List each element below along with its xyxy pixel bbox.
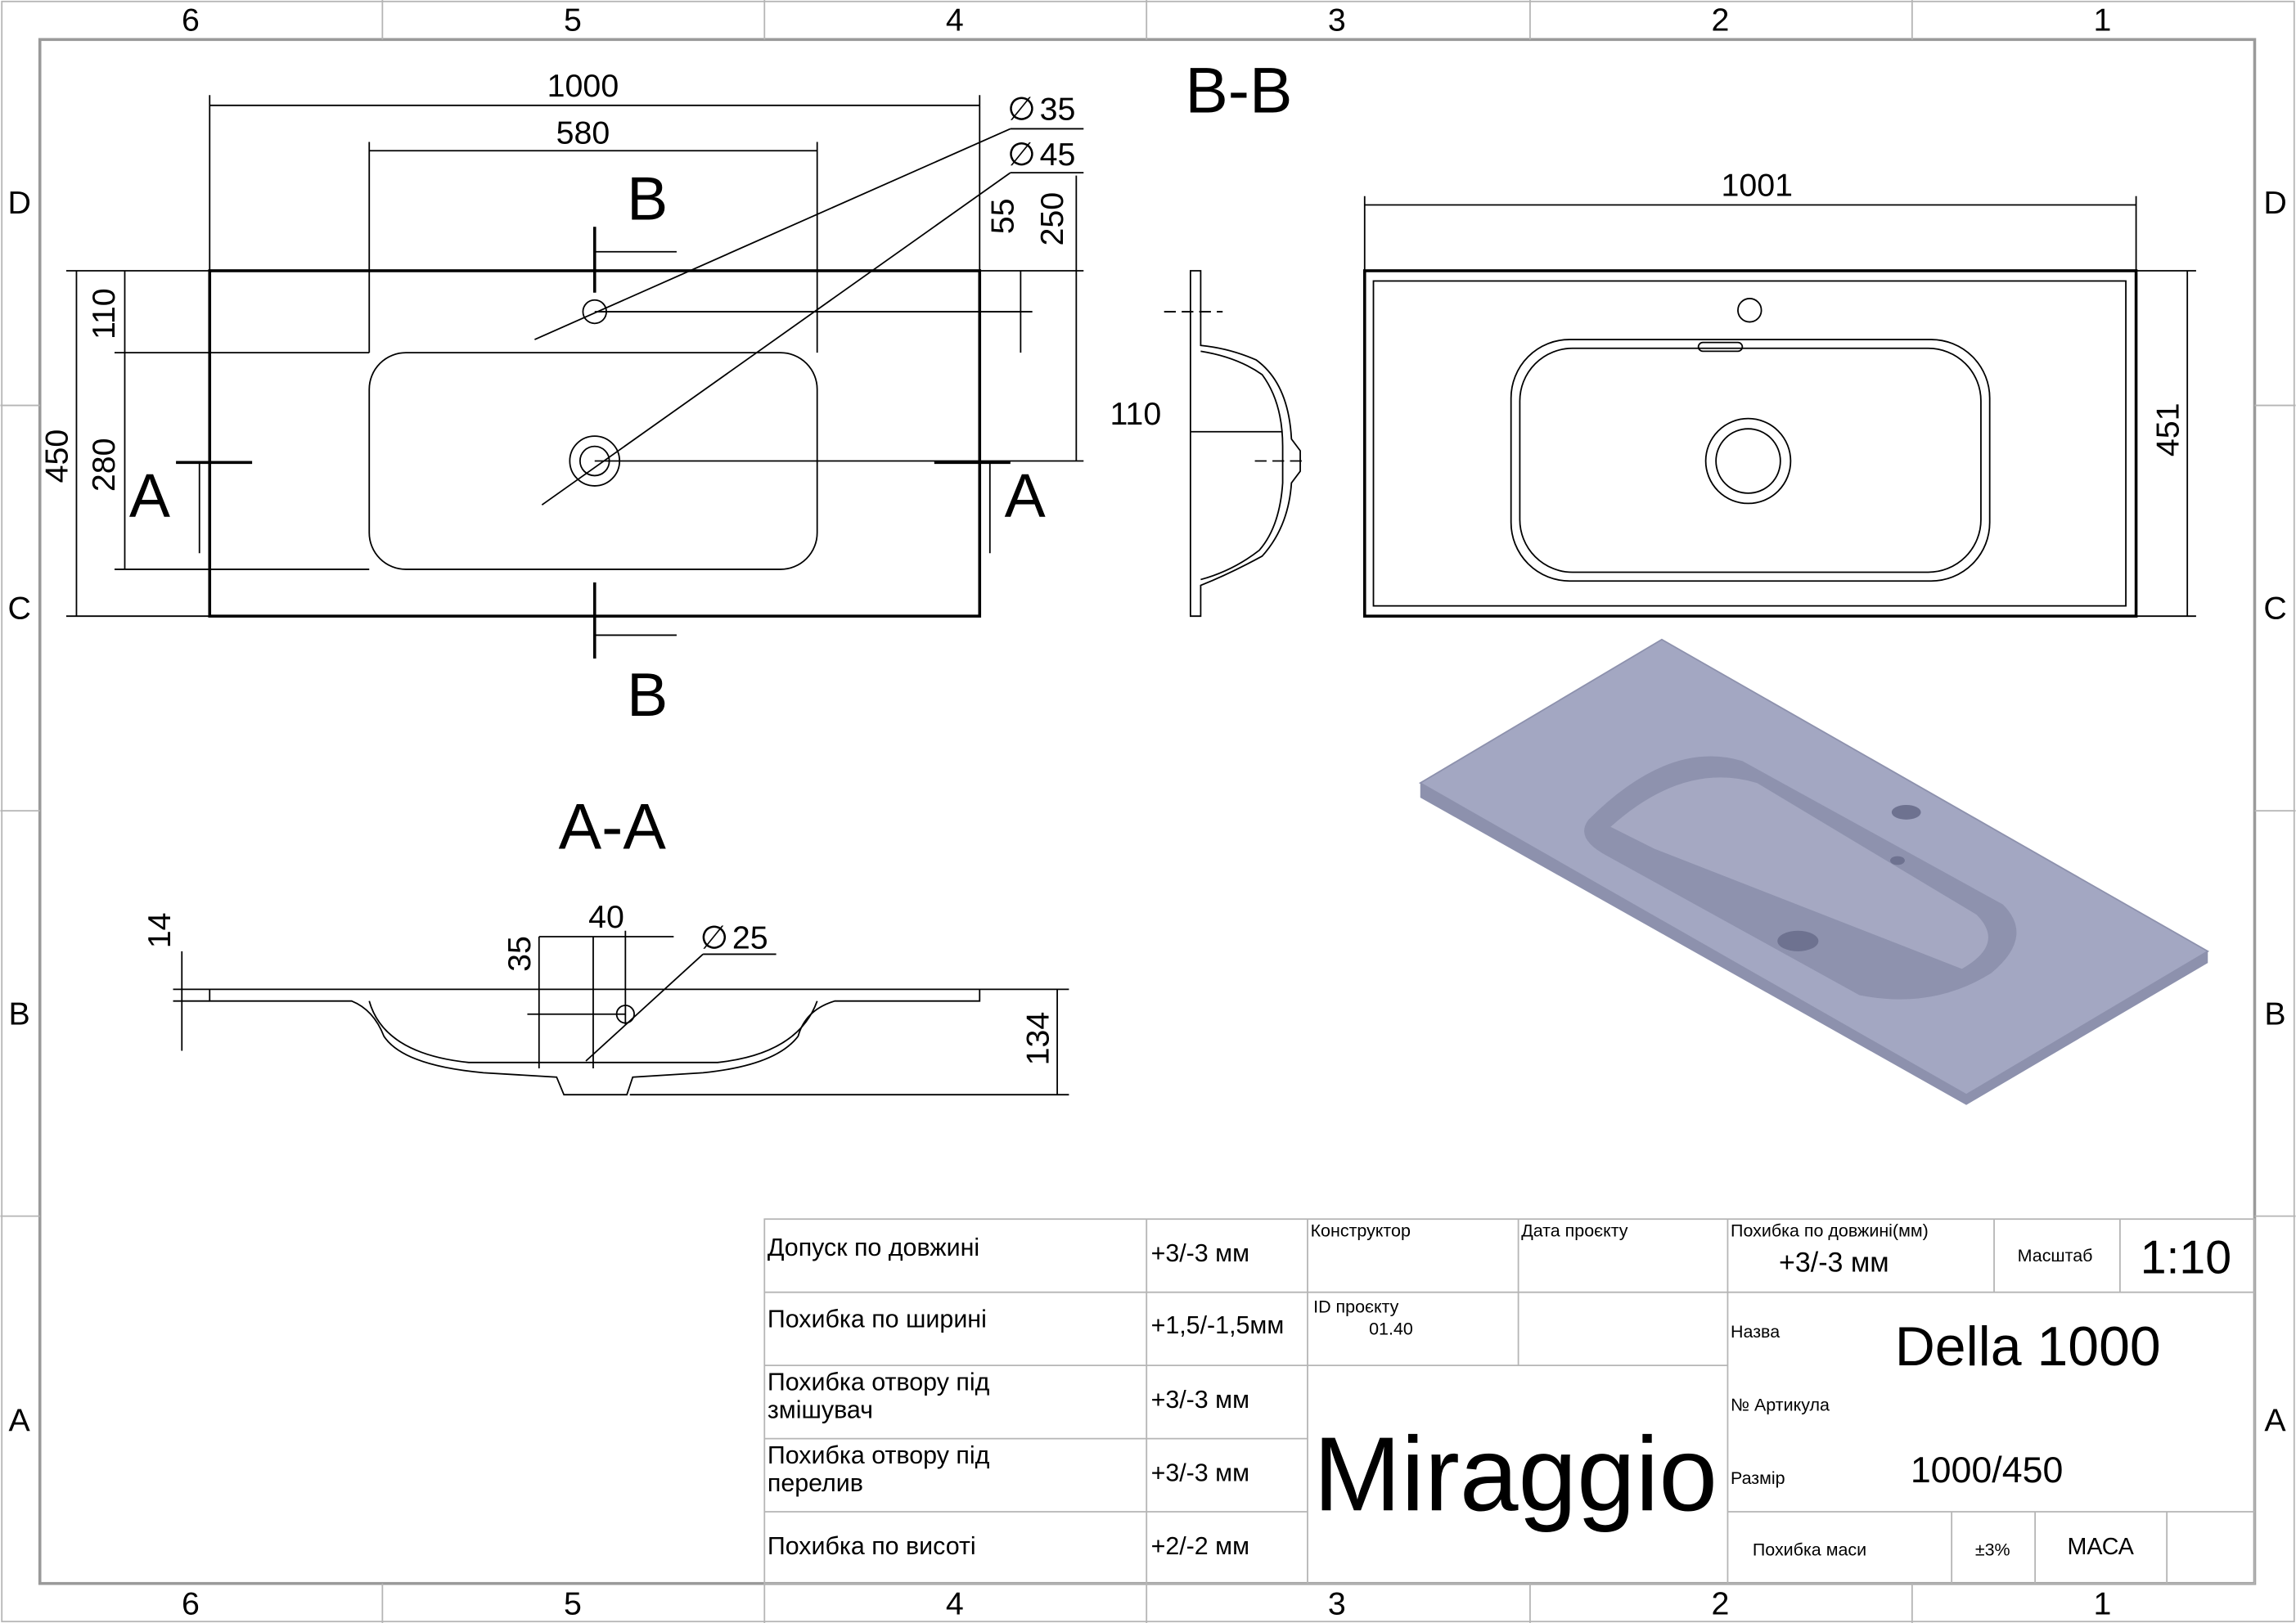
diameter-symbol: ∅ xyxy=(700,919,728,955)
dim-hole-45: 45 xyxy=(1040,137,1076,173)
tolerance-value: +3/-3 мм xyxy=(1151,1459,1249,1486)
dim-side-110: 110 xyxy=(1110,396,1161,432)
zone-row-label: C xyxy=(7,591,30,627)
zone-labels: 6 5 4 3 2 1 6 5 4 3 2 1 D C B A D C B A xyxy=(7,2,2286,1622)
zone-row-label: D xyxy=(7,185,30,221)
dim-110: 110 xyxy=(86,288,122,339)
section-bb-title: B-B xyxy=(1185,55,1292,127)
zone-row-label: B xyxy=(2264,996,2285,1032)
tolerance-value: +3/-3 мм xyxy=(1151,1239,1249,1267)
length-tolerance-value: +3/-3 мм xyxy=(1779,1248,1889,1279)
title-block: Допуск по довжині +3/-3 мм Похибка по ши… xyxy=(763,1218,2256,1585)
mass-tolerance-label: Похибка маси xyxy=(1753,1540,1866,1560)
mass-label: МАСА xyxy=(2067,1534,2134,1560)
section-marker: B xyxy=(627,660,668,729)
project-id-label: ID проєкту xyxy=(1313,1297,1399,1317)
size-label: Размір xyxy=(1731,1468,1785,1488)
zone-col-label: 2 xyxy=(1712,2,1730,38)
dim-14: 14 xyxy=(142,913,178,949)
dim-134: 134 xyxy=(1020,1012,1056,1066)
zone-row-label: A xyxy=(9,1403,31,1439)
brand-logo: Miraggio xyxy=(1313,1415,1717,1533)
section-bb-view: 110 xyxy=(1110,270,1303,618)
zone-row-label: A xyxy=(2264,1403,2286,1439)
designer-label: Конструктор xyxy=(1311,1221,1411,1241)
zone-row-label: B xyxy=(9,996,30,1032)
right-top-view: 1001 451 xyxy=(1362,168,2196,618)
zone-col-label: 3 xyxy=(1328,1585,1346,1621)
zone-col-label: 6 xyxy=(182,2,200,38)
section-aa-view: A-A 14 35 40 ∅ 25 134 xyxy=(142,791,1069,1096)
section-aa-title: A-A xyxy=(559,791,667,863)
tolerance-value: +3/-3 мм xyxy=(1151,1386,1249,1414)
tolerance-value: +1,5/-1,5мм xyxy=(1151,1311,1285,1339)
zone-row-label: C xyxy=(2263,591,2286,627)
zone-col-label: 2 xyxy=(1712,1585,1730,1621)
zone-col-label: 4 xyxy=(946,2,964,38)
dim-35: 35 xyxy=(502,936,538,972)
dim-55: 55 xyxy=(984,198,1020,234)
mass-tolerance-value: ±3% xyxy=(1975,1540,2010,1560)
length-tolerance-label: Похибка по довжині(мм) xyxy=(1731,1221,1929,1241)
size-value: 1000/450 xyxy=(1911,1450,2064,1490)
tolerance-label: Похибка отвору під змішувач xyxy=(767,1368,990,1424)
tolerance-label: Похибка по висоті xyxy=(768,1532,976,1560)
tolerance-value: +2/-2 мм xyxy=(1151,1532,1249,1560)
scale-value: 1:10 xyxy=(2141,1231,2231,1284)
zone-col-label: 4 xyxy=(946,1585,964,1621)
dim-hole-25: 25 xyxy=(732,919,768,955)
zone-col-label: 6 xyxy=(182,1585,200,1621)
section-marker: A xyxy=(1005,461,1046,530)
dim-40: 40 xyxy=(588,899,624,935)
project-id-value: 01.40 xyxy=(1369,1320,1413,1339)
zone-col-label: 3 xyxy=(1328,2,1346,38)
section-marker: B xyxy=(627,164,668,232)
zone-row-label: D xyxy=(2263,185,2286,221)
diameter-symbol: ∅ xyxy=(1007,92,1035,128)
dim-hole-35: 35 xyxy=(1040,92,1076,128)
tolerance-label: Допуск по довжині xyxy=(768,1234,979,1261)
dim-250: 250 xyxy=(1034,192,1070,246)
top-view xyxy=(65,95,1084,659)
dim-280: 280 xyxy=(86,438,122,492)
product-name: Della 1000 xyxy=(1895,1315,2161,1378)
zone-col-label: 1 xyxy=(2093,1585,2111,1621)
zone-col-label: 1 xyxy=(2093,2,2111,38)
tolerance-label: Похибка отвору під перелив xyxy=(767,1441,990,1498)
tolerance-label: Похибка по ширині xyxy=(768,1306,987,1333)
article-label: № Артикула xyxy=(1731,1396,1830,1415)
name-label: Назва xyxy=(1731,1322,1780,1342)
diameter-symbol: ∅ xyxy=(1007,137,1035,173)
scale-label: Масштаб xyxy=(2018,1246,2093,1266)
dim-1001: 1001 xyxy=(1721,168,1793,204)
dim-450: 450 xyxy=(39,429,75,483)
project-date-label: Дата проєкту xyxy=(1521,1221,1628,1241)
zone-col-label: 5 xyxy=(564,2,582,38)
isometric-render xyxy=(1418,638,2210,1105)
dim-basin-580: 580 xyxy=(556,115,610,151)
top-view-labels: 1000 580 ∅ 35 ∅ 45 55 250 450 110 280 A … xyxy=(39,55,1293,729)
dim-451: 451 xyxy=(2150,403,2186,457)
section-marker: A xyxy=(129,461,170,530)
dim-width-1000: 1000 xyxy=(547,68,619,104)
zone-col-label: 5 xyxy=(564,1585,582,1621)
